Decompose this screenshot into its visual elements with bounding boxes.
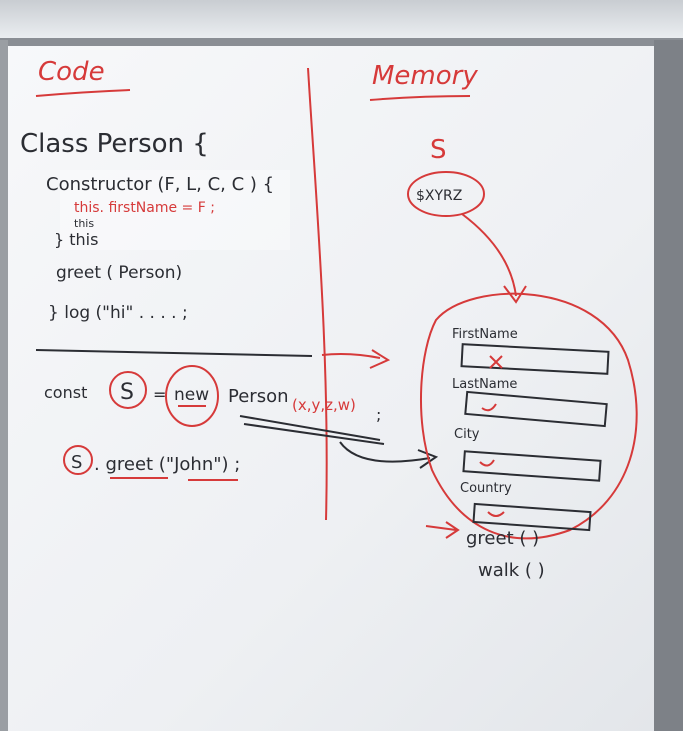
field-box-2	[462, 450, 602, 482]
code-close-this: } this	[54, 230, 98, 249]
code-greet-call-rest: . greet ("John") ;	[94, 454, 240, 475]
memory-var-name: S	[430, 135, 447, 165]
code-const-end: ;	[376, 405, 381, 424]
const-var-circle	[109, 371, 147, 409]
field-box-3	[472, 502, 592, 532]
red-arrow-right	[321, 349, 391, 369]
memory-field-0: FirstName	[452, 327, 518, 342]
memory-field-1: LastName	[452, 377, 517, 392]
code-separator-line	[35, 349, 313, 357]
heading-code: Code	[38, 57, 105, 87]
board-left-edge	[0, 40, 8, 731]
field-box-0	[460, 343, 610, 375]
code-const-keyword: const	[44, 383, 87, 402]
field-mark-1	[481, 403, 497, 412]
memory-field-2: City	[454, 427, 480, 442]
heading-memory: Memory	[372, 61, 478, 91]
field-box-1	[464, 390, 608, 428]
method-pointer-arrow	[425, 521, 460, 539]
heading-memory-underline	[369, 95, 471, 101]
code-this-small: this	[74, 217, 94, 230]
code-const-person: Person	[228, 386, 289, 407]
memory-method-0: greet ( )	[466, 528, 539, 549]
memory-field-3: Country	[460, 481, 512, 496]
instance-arrow	[339, 441, 439, 469]
object-blob	[420, 292, 638, 540]
greet-var-circle	[63, 445, 93, 475]
code-const-new: new	[174, 385, 209, 405]
code-constructor-line: Constructor (F, L, C, C ) {	[46, 174, 274, 195]
greet-call-underlines	[110, 477, 238, 481]
code-const-args: (x,y,z,w)	[292, 396, 356, 414]
glare-reflection	[60, 170, 290, 250]
code-this-line: this. firstName = F ;	[74, 200, 215, 216]
code-greet-line: greet ( Person)	[56, 263, 182, 283]
code-log-line: } log ("hi" . . . . ;	[48, 303, 188, 323]
field-mark-0	[489, 355, 503, 369]
whiteboard-surface	[6, 46, 654, 731]
memory-method-1: walk ( )	[478, 560, 545, 581]
code-const-eq: =	[153, 385, 166, 404]
code-class-line: Class Person {	[20, 129, 209, 159]
address-pointer-arrow	[461, 213, 527, 304]
field-mark-2	[479, 459, 495, 467]
address-circle	[407, 171, 485, 217]
code-greet-call-var: S	[71, 452, 82, 473]
board-rail-edge	[0, 38, 683, 46]
memory-address: $XYRZ	[416, 188, 462, 204]
heading-code-underline	[35, 89, 131, 97]
person-double-underline	[239, 415, 385, 445]
code-const-var: S	[120, 380, 134, 405]
board-right-edge	[654, 40, 683, 731]
field-mark-3	[487, 511, 505, 517]
new-keyword-circle	[165, 365, 219, 427]
board-top-rail	[0, 0, 683, 40]
divider-line	[307, 67, 328, 521]
